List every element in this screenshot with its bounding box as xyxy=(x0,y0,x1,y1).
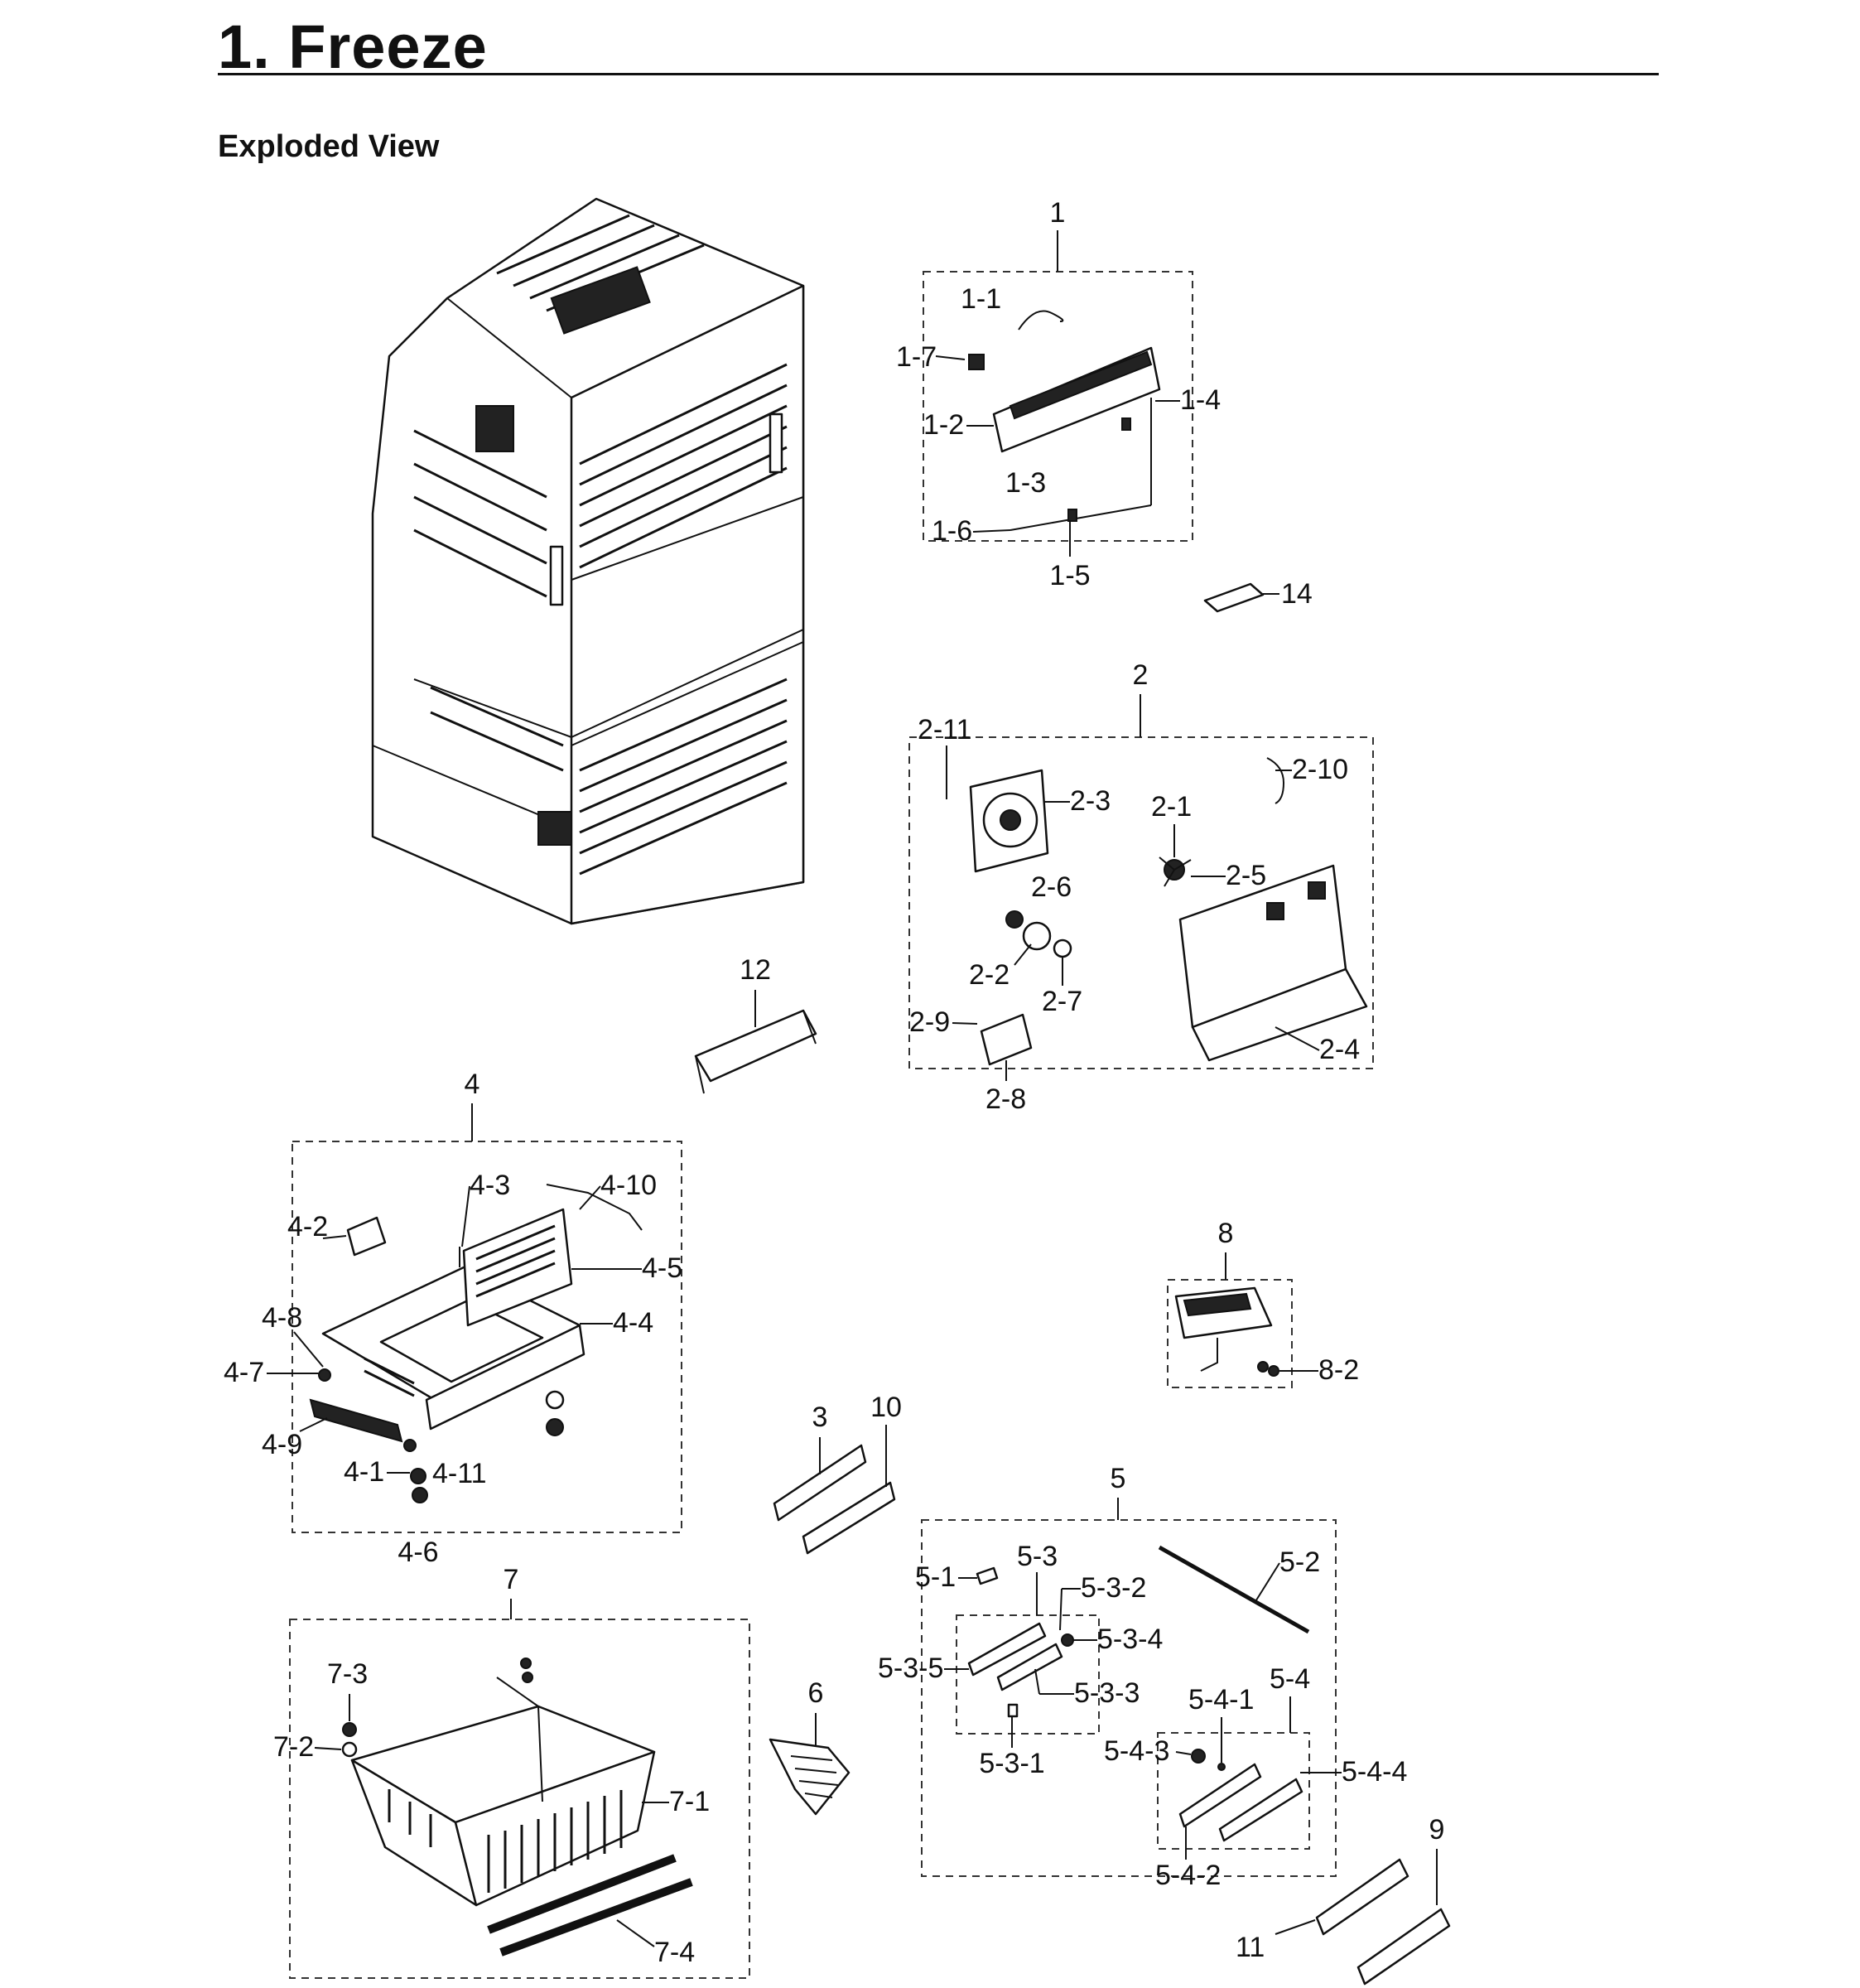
label-2: 2 xyxy=(1133,659,1149,691)
label-5-4-1: 5-4-1 xyxy=(1188,1684,1254,1715)
label-7-3: 7-3 xyxy=(327,1658,368,1690)
part-3-shape xyxy=(773,1444,867,1522)
part-10-shape xyxy=(802,1481,896,1555)
label-9: 9 xyxy=(1429,1814,1445,1846)
group-5-parts xyxy=(967,1545,1310,1842)
section-subtitle: Exploded View xyxy=(218,129,440,164)
label-11: 11 xyxy=(1236,1932,1265,1963)
label-2-7: 2-7 xyxy=(1042,986,1082,1017)
label-2-1: 2-1 xyxy=(1151,791,1192,823)
label-5: 5 xyxy=(1111,1463,1126,1494)
label-2-9: 2-9 xyxy=(909,1006,950,1038)
label-2-6: 2-6 xyxy=(1031,871,1072,903)
label-12: 12 xyxy=(740,954,771,986)
label-5-4-3: 5-4-3 xyxy=(1104,1735,1169,1767)
label-1-4: 1-4 xyxy=(1180,384,1221,416)
title-underline xyxy=(218,73,1659,75)
group-5-3-box xyxy=(956,1614,1100,1735)
label-4-4: 4-4 xyxy=(613,1307,653,1339)
group-2-parts xyxy=(969,757,1368,1066)
page-title: 1. Freeze xyxy=(218,12,488,81)
label-4-8: 4-8 xyxy=(262,1302,302,1334)
label-5-4: 5-4 xyxy=(1270,1663,1310,1695)
label-7-2: 7-2 xyxy=(273,1731,314,1763)
label-10: 10 xyxy=(870,1392,902,1423)
cabinet-drawing xyxy=(371,197,805,925)
part-14-shape xyxy=(1203,582,1265,613)
label-1-6: 1-6 xyxy=(932,515,972,547)
group-7-parts xyxy=(341,1657,693,1957)
label-7-4: 7-4 xyxy=(654,1937,695,1968)
label-4-1: 4-1 xyxy=(344,1456,384,1488)
label-1-2: 1-2 xyxy=(923,409,964,441)
label-1-5: 1-5 xyxy=(1049,560,1090,591)
label-1-3: 1-3 xyxy=(1005,467,1046,499)
label-5-3-3: 5-3-3 xyxy=(1074,1677,1140,1709)
group-5-4-box xyxy=(1157,1732,1310,1850)
label-8: 8 xyxy=(1218,1218,1234,1249)
label-4-7: 4-7 xyxy=(224,1357,264,1388)
label-5-4-2: 5-4-2 xyxy=(1155,1860,1221,1891)
label-5-4-4: 5-4-4 xyxy=(1342,1756,1407,1788)
label-2-11: 2-11 xyxy=(918,714,972,746)
label-4-9: 4-9 xyxy=(262,1429,302,1460)
label-2-4: 2-4 xyxy=(1319,1034,1360,1065)
group-1-parts xyxy=(968,310,1161,531)
label-2-3: 2-3 xyxy=(1070,785,1111,817)
label-2-10: 2-10 xyxy=(1292,754,1348,785)
label-3: 3 xyxy=(812,1402,828,1433)
group-8-parts xyxy=(1174,1286,1279,1377)
group-7-box xyxy=(289,1619,750,1979)
group-8-box xyxy=(1167,1279,1293,1388)
label-7: 7 xyxy=(504,1564,519,1595)
label-5-1: 5-1 xyxy=(915,1561,956,1593)
label-1: 1 xyxy=(1050,197,1066,229)
label-4-2: 4-2 xyxy=(287,1211,328,1242)
label-1-1: 1-1 xyxy=(961,283,1001,315)
label-5-3: 5-3 xyxy=(1017,1541,1058,1572)
label-4-3: 4-3 xyxy=(470,1170,510,1201)
label-5-3-5: 5-3-5 xyxy=(878,1653,943,1684)
label-6: 6 xyxy=(808,1677,824,1709)
label-4: 4 xyxy=(465,1069,480,1100)
part-11-shape xyxy=(1315,1858,1409,1936)
part-12-shape xyxy=(694,1009,817,1083)
part-6-shape xyxy=(769,1738,850,1816)
label-4-6: 4-6 xyxy=(398,1537,438,1568)
label-8-2: 8-2 xyxy=(1318,1354,1359,1386)
label-7-1: 7-1 xyxy=(669,1786,710,1817)
label-5-3-2: 5-3-2 xyxy=(1081,1572,1146,1604)
label-4-11: 4-11 xyxy=(432,1458,487,1489)
label-14: 14 xyxy=(1281,578,1313,610)
group-4-box xyxy=(292,1141,682,1533)
label-4-10: 4-10 xyxy=(600,1170,657,1201)
label-2-5: 2-5 xyxy=(1226,860,1266,891)
label-5-3-1: 5-3-1 xyxy=(979,1748,1044,1779)
part-9-shape xyxy=(1356,1908,1451,1986)
group-4-parts xyxy=(309,1184,643,1503)
label-2-2: 2-2 xyxy=(969,959,1010,991)
label-5-2: 5-2 xyxy=(1279,1546,1320,1578)
label-4-5: 4-5 xyxy=(642,1252,682,1284)
label-1-7: 1-7 xyxy=(896,341,937,373)
label-5-3-4: 5-3-4 xyxy=(1097,1624,1163,1655)
label-2-8: 2-8 xyxy=(985,1083,1026,1115)
